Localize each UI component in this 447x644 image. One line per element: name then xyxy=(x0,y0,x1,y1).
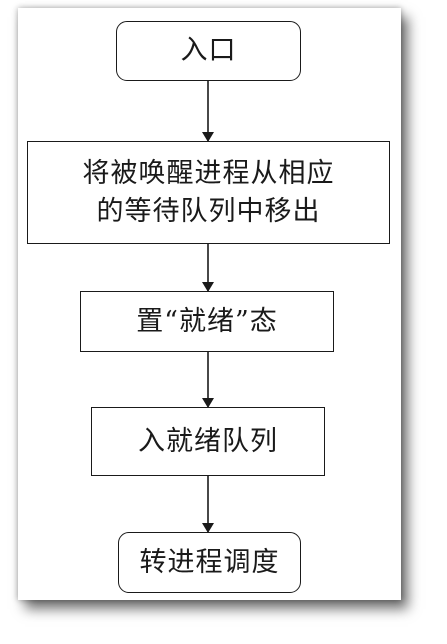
end-node-label: 转进程调度 xyxy=(139,546,280,578)
step-set-ready-state: 置“就绪”态 xyxy=(80,291,334,352)
step-remove-from-wait-queue-label: 将被唤醒进程从相应 的等待队列中移出 xyxy=(82,157,335,227)
start-node-label: 入口 xyxy=(180,35,237,66)
step-set-ready-state-label: 置“就绪”态 xyxy=(136,305,278,337)
start-node: 入口 xyxy=(116,21,301,81)
end-node: 转进程调度 xyxy=(118,532,301,593)
step-remove-from-wait-queue: 将被唤醒进程从相应 的等待队列中移出 xyxy=(27,141,390,244)
step-enter-ready-queue-label: 入就绪队列 xyxy=(138,425,278,457)
step-enter-ready-queue: 入就绪队列 xyxy=(91,407,325,476)
